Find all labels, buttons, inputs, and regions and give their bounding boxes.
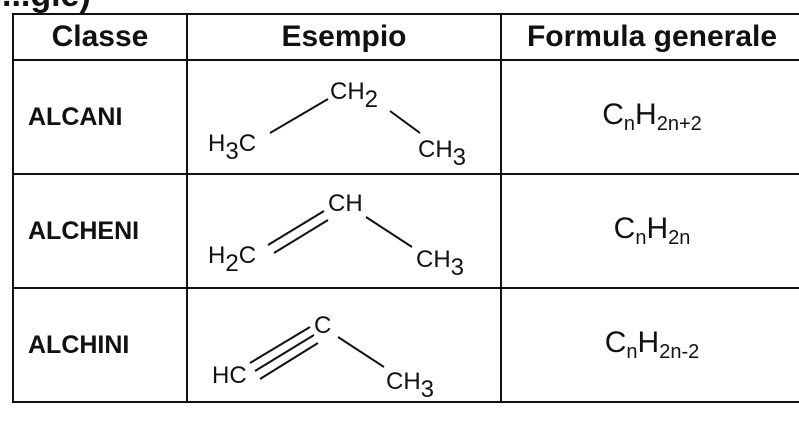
header-esempio: Esempio (186, 13, 502, 61)
propyne-structure: HC C CH3 (212, 312, 434, 401)
example-alcani: H3C CH2 CH3 (186, 59, 502, 175)
propyne-triple-bond-c (259, 342, 319, 380)
propane-bond-1 (269, 98, 329, 134)
propane-structure: H3C CH2 CH3 (208, 78, 466, 171)
propane-top-group: CH2 (330, 78, 378, 113)
propyne-right-group: CH3 (386, 368, 434, 401)
propyne-single-bond (337, 336, 385, 368)
propane-left-group: H3C (208, 130, 256, 165)
formula-alcani: CnH2n+2 (500, 59, 799, 175)
class-name-alchini: ALCHINI (12, 287, 188, 403)
clipped-heading-text: ...gie) (2, 0, 91, 12)
clipped-heading: ...gie) (0, 0, 210, 14)
table-row-alchini: ALCHINI HC C CH3 CnH2n-2 (12, 287, 799, 403)
class-name-alcheni: ALCHENI (12, 173, 188, 289)
header-formula-generale: Formula generale (500, 13, 799, 61)
example-alchini: HC C CH3 (186, 287, 502, 403)
propene-single-bond (365, 216, 413, 248)
formula-alchini: CnH2n-2 (500, 287, 799, 403)
class-name-alcani: ALCANI (12, 59, 188, 175)
propyne-triple-bond-b (254, 334, 315, 372)
propane-bond-2 (389, 110, 421, 134)
header-row: Classe Esempio Formula generale (12, 13, 799, 61)
header-classe: Classe (12, 13, 188, 61)
propene-structure: H2C CH CH3 (208, 190, 464, 281)
propyne-left-group: HC (212, 362, 247, 389)
propyne-top-group: C (314, 312, 331, 339)
propene-double-bond-b (273, 219, 329, 254)
example-alcheni: H2C CH CH3 (186, 173, 502, 289)
propene-left-group: H2C (208, 242, 256, 277)
propene-right-group: CH3 (416, 246, 464, 281)
table-row-alcani: ALCANI H3C CH2 CH3 CnH2n+2 (12, 59, 799, 175)
formula-alcheni: CnH2n (500, 173, 799, 289)
propane-right-group: CH3 (418, 136, 466, 171)
propene-top-group: CH (328, 190, 363, 217)
propene-double-bond-a (267, 210, 325, 246)
hydrocarbon-classes-table: Classe Esempio Formula generale ALCANI H… (12, 13, 799, 403)
table-row-alcheni: ALCHENI H2C CH CH3 CnH2n (12, 173, 799, 289)
propyne-triple-bond-a (249, 326, 311, 364)
